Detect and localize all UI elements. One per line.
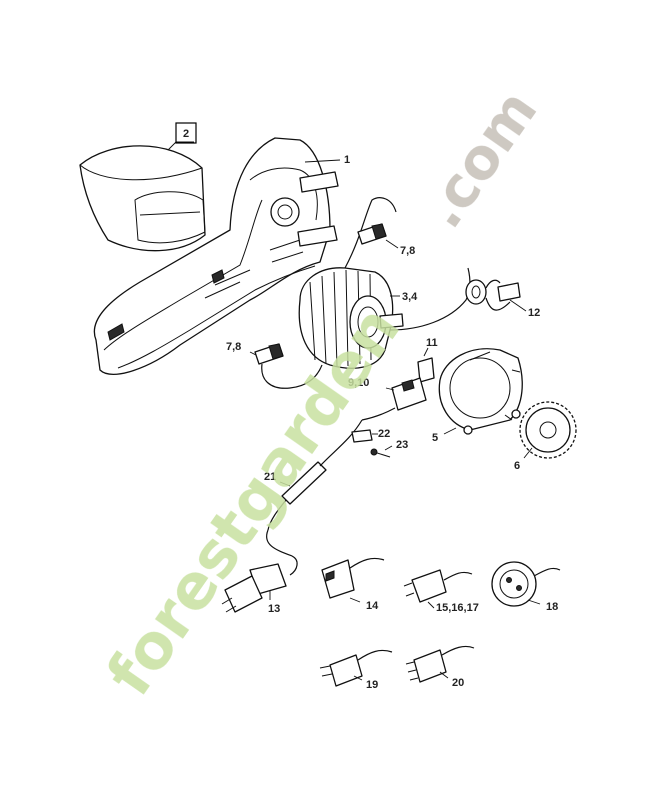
label-part-22: 22: [378, 428, 390, 440]
label-part-7-8-upper: 7,8: [400, 245, 415, 257]
part-5-gear-cover: [438, 348, 523, 435]
label-part-1: 1: [344, 154, 350, 166]
part-3-4-motor: [298, 197, 471, 369]
part-19-plug: [319, 649, 393, 687]
label-part-15-16-17: 15,16,17: [436, 602, 479, 614]
label-part-9-10: 9,10: [348, 377, 369, 389]
leader-lines: [167, 141, 541, 681]
watermark-domain: .com: [410, 79, 550, 240]
part-12-suppressor: [465, 279, 521, 311]
label-part-18: 18: [546, 601, 558, 613]
label-part-7-8-lower: 7,8: [226, 341, 241, 353]
part-15-16-17-plug: [403, 569, 473, 603]
part-9-10-switch: [361, 377, 427, 421]
part-20-plug: [405, 645, 475, 683]
part-22-clamp: [351, 429, 373, 443]
label-part-13: 13: [268, 603, 280, 615]
label-part-2: 2: [183, 128, 189, 140]
part-2-housing-cover: [79, 145, 206, 252]
part-13-euro-plug-cable: [221, 529, 298, 613]
label-part-12: 12: [528, 307, 540, 319]
label-part-20: 20: [452, 677, 464, 689]
part-6-drive-gear: [519, 401, 577, 459]
part-1-handle-housing: [93, 137, 339, 375]
part-11-clip: [417, 357, 435, 383]
label-part-23: 23: [396, 439, 408, 451]
part-labels: 2 1 7,8 3,4 12 7,8 11 9,10 5 6 22 23 21 …: [175, 122, 558, 691]
part-14-uk-plug: [321, 557, 385, 599]
label-part-3-4: 3,4: [402, 291, 418, 303]
label-part-14: 14: [366, 600, 379, 612]
part-21-cable-sleeve: [267, 419, 363, 531]
part-7-8-brush-lower: [254, 343, 323, 389]
part-23-screw: [370, 448, 391, 458]
label-part-5: 5: [432, 432, 438, 444]
part-7-8-brush-upper: [357, 223, 387, 245]
highlight-box-part-2: [175, 122, 197, 144]
part-18-round-plug: [491, 561, 561, 607]
label-part-19: 19: [366, 679, 378, 691]
label-part-6: 6: [514, 460, 520, 472]
label-part-21: 21: [264, 471, 276, 483]
label-part-11: 11: [426, 337, 438, 349]
